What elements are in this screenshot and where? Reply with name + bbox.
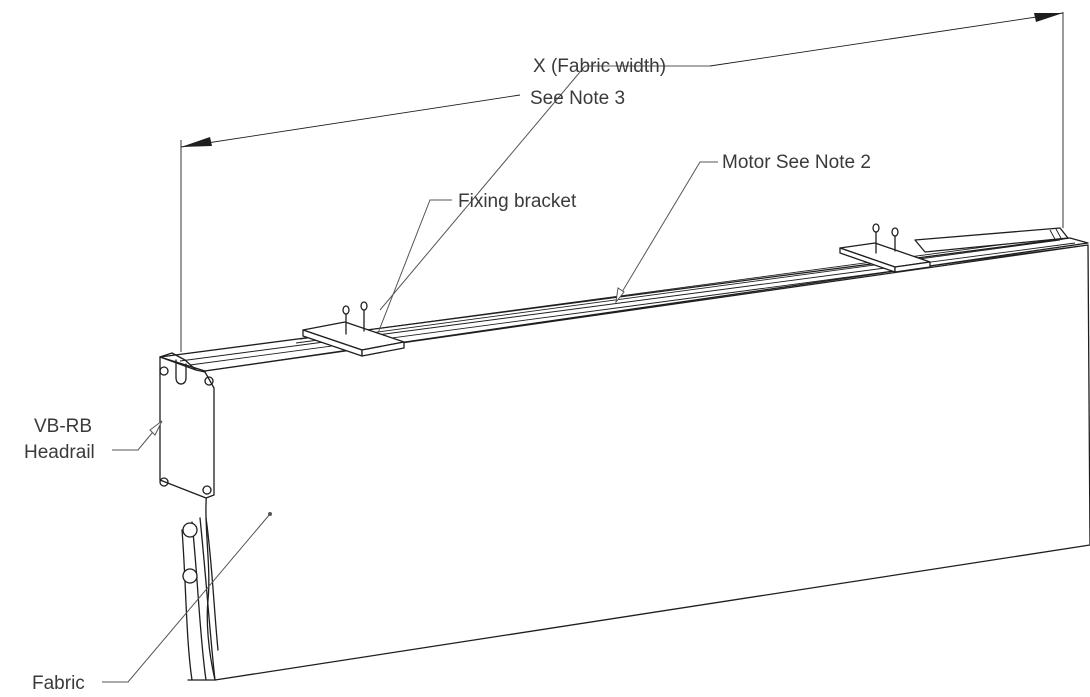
fabric-width-dimension (180, 12, 1064, 352)
weight-pin-icon (182, 568, 198, 584)
fabric-folds (181, 517, 219, 681)
screw-icon (204, 376, 214, 386)
fabric-width-label-line2: See Note 3 (530, 88, 625, 109)
fixing-bracket-label: Fixing bracket (458, 191, 577, 212)
screw-icon (202, 485, 212, 495)
motor-leader (615, 161, 718, 303)
fixing-bracket-right (839, 223, 931, 273)
fixing-bracket-left (302, 301, 405, 357)
fixing-bracket-leader (377, 199, 452, 334)
fabric-leader-dot (268, 512, 272, 516)
leader-lines (102, 65, 718, 683)
headrail-end-cap (159, 352, 215, 499)
headrail-label-line1: VB-RB (34, 416, 92, 437)
dimension-line-left (180, 94, 521, 148)
weight-pin-icon (182, 522, 198, 538)
screw-icon (159, 366, 169, 376)
screw-icon (159, 477, 169, 487)
fabric-width-leader (379, 65, 710, 311)
fabric-leader (102, 513, 271, 683)
fabric-label: Fabric (32, 673, 85, 694)
headrail-label-line2: Headrail (24, 442, 95, 463)
dimension-arrow-right (1034, 13, 1063, 22)
motor-label: Motor See Note 2 (722, 152, 871, 173)
dimension-line-right (709, 12, 1064, 67)
fabric-panel (204, 244, 1090, 681)
dimension-arrow-left (181, 137, 212, 147)
headrail-leader (112, 420, 163, 451)
fabric-width-label-line1: X (Fabric width) (533, 56, 666, 77)
